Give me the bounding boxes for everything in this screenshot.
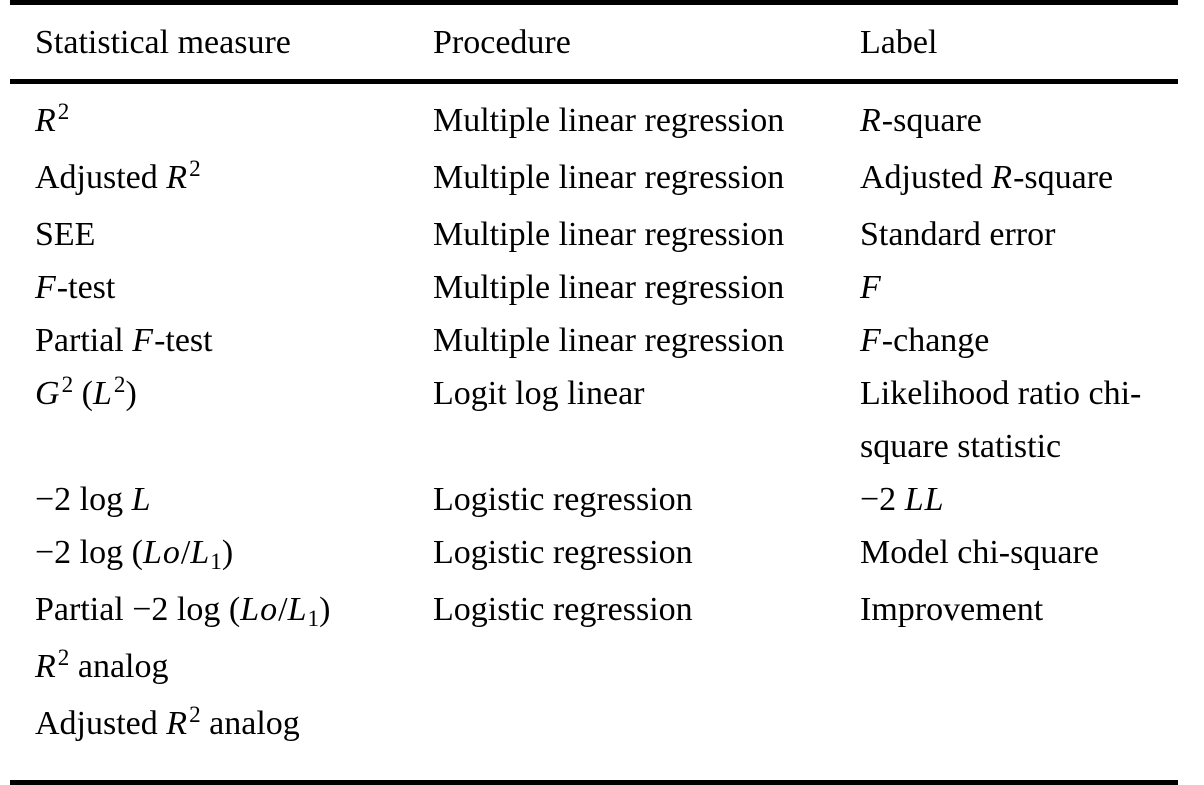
measure-cell: Partial F-test [35,322,213,359]
procedure-cell: Logistic regression [433,481,693,518]
table-row: Partial −2 log (Lo/L1) Logistic regressi… [10,583,1178,640]
measure-cell: SEE [35,216,96,253]
label-cell [860,697,1178,754]
table-top-rule [10,0,1178,5]
procedure-cell: Multiple linear regression [433,159,785,196]
procedure-cell: Logistic regression [433,534,693,571]
label-cell: Improvement [860,591,1044,628]
measure-cell: −2 log L [35,481,152,518]
procedure-cell: Logit log linear [433,375,645,412]
table-row: R2 analog [10,640,1178,697]
procedure-cell [433,640,860,697]
label-cell: −2 LL [860,481,945,518]
table-header-rule [10,79,1178,84]
label-cell: R-square [860,102,982,139]
table-row: R2 Multiple linear regression R-square [10,94,1178,151]
table-row: −2 log (Lo/L1) Logistic regression Model… [10,526,1178,583]
measure-cell: −2 log (Lo/L1) [35,534,234,575]
procedure-cell: Multiple linear regression [433,322,785,359]
table-row: G2 (L2) Logit log linear Likelihood rati… [10,367,1178,473]
label-cell: Likelihood ratio chi-square statistic [860,375,1142,465]
procedure-cell: Multiple linear regression [433,216,785,253]
label-cell: Model chi-square [860,534,1099,571]
table-header-row: Statistical measure Procedure Label [10,5,1178,79]
column-header-label: Label [860,23,938,61]
measure-cell: Partial −2 log (Lo/L1) [35,591,331,632]
table-row: F-test Multiple linear regression F [10,261,1178,314]
procedure-cell: Multiple linear regression [433,269,785,306]
measure-cell: Adjusted R2 [35,155,201,196]
table-row: −2 log L Logistic regression −2 LL [10,473,1178,526]
statistical-measures-table: Statistical measure Procedure Label R2 M… [10,0,1178,785]
table-row: SEE Multiple linear regression Standard … [10,208,1178,261]
column-header-procedure: Procedure [433,23,571,61]
measure-cell: R2 analog [35,644,169,685]
procedure-cell: Logistic regression [433,591,693,628]
measure-cell: F-test [35,269,116,306]
label-cell: Standard error [860,216,1056,253]
label-cell [860,640,1178,697]
label-cell: F [860,269,882,306]
measure-cell: R2 [35,98,70,139]
label-cell: Adjusted R-square [860,159,1114,196]
measure-cell: G2 (L2) [35,371,137,412]
table-row: Adjusted R2 analog [10,697,1178,754]
column-header-statistical-measure: Statistical measure [35,23,291,61]
measure-cell: Adjusted R2 analog [35,701,300,742]
table-row: Adjusted R2 Multiple linear regression A… [10,151,1178,208]
label-cell: F-change [860,322,990,359]
procedure-cell: Multiple linear regression [433,102,785,139]
procedure-cell [433,697,860,754]
table-row: Partial F-test Multiple linear regressio… [10,314,1178,367]
table-body: R2 Multiple linear regression R-square A… [10,84,1178,780]
table-bottom-rule [10,780,1178,785]
